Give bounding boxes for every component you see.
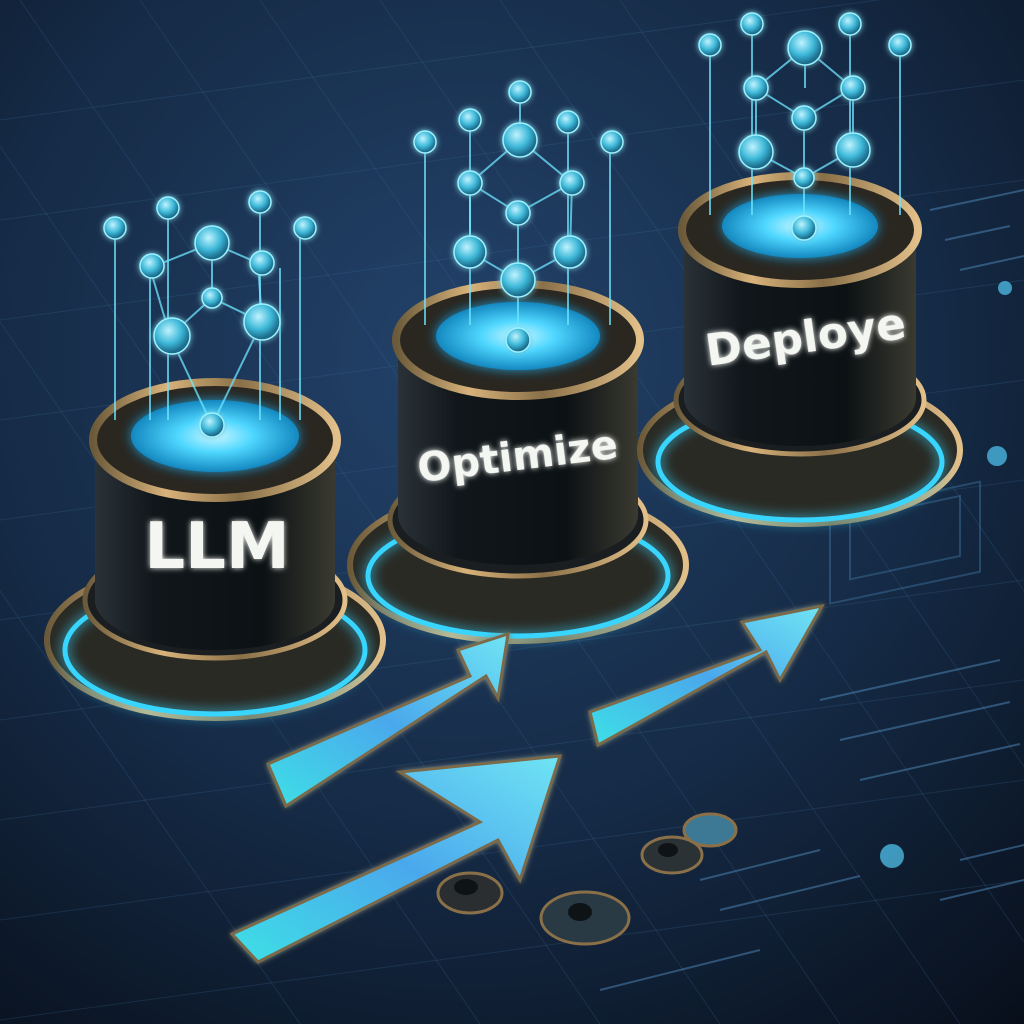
arrow-middle (266, 631, 510, 809)
arrow-lower (229, 754, 563, 964)
network-nodes-llm (103, 190, 317, 438)
circuit-traces (599, 189, 1024, 991)
floor-tokens (436, 812, 738, 946)
circuit-nodes (880, 281, 1012, 868)
network-nodes-optimize (413, 80, 624, 353)
network-nodes-deploy (698, 12, 912, 241)
stage-llm: LLM (44, 378, 386, 721)
arrow-upper (588, 603, 825, 748)
stage-deploy: Deploye (637, 172, 963, 527)
cylinder-body (95, 445, 335, 650)
stage-label: LLM (144, 510, 289, 584)
